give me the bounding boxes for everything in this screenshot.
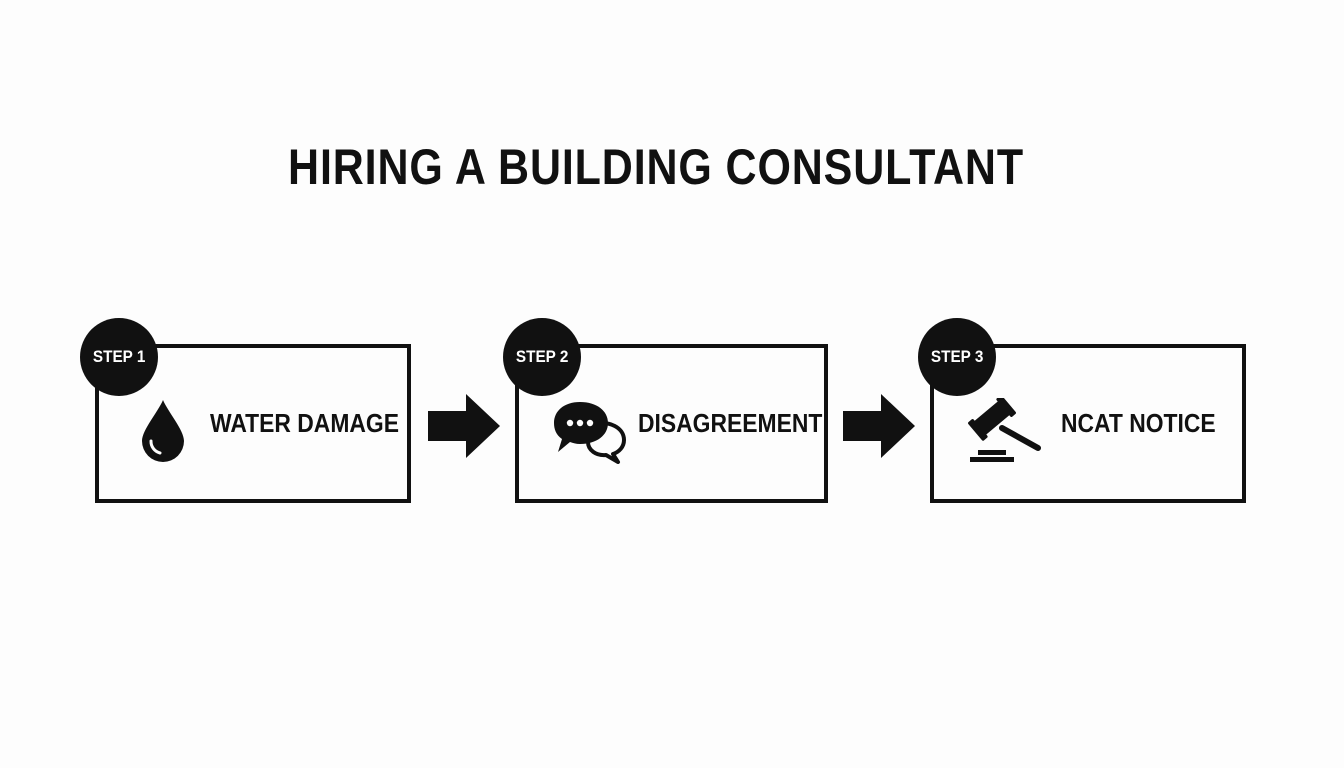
step-1-label: WATER DAMAGE [210,408,399,438]
step-2-label: DISAGREEMENT [638,408,823,438]
gavel-icon [968,398,1041,462]
step-2-badge: STEP 2 [503,318,581,396]
step-1-badge: STEP 1 [80,318,158,396]
step-2-badge-label: STEP 2 [515,347,569,366]
step-3-label: NCAT NOTICE [1061,408,1216,438]
step-3-badge-label: STEP 3 [930,347,984,366]
arrow-right-icon [843,394,915,458]
page-title: HIRING A BUILDING CONSULTANT [288,139,1024,195]
step-1-badge-label: STEP 1 [92,347,146,366]
step-3-badge: STEP 3 [918,318,996,396]
arrow-right-icon [428,394,500,458]
water-drop-icon [142,400,184,462]
speech-bubbles-icon [554,402,626,464]
